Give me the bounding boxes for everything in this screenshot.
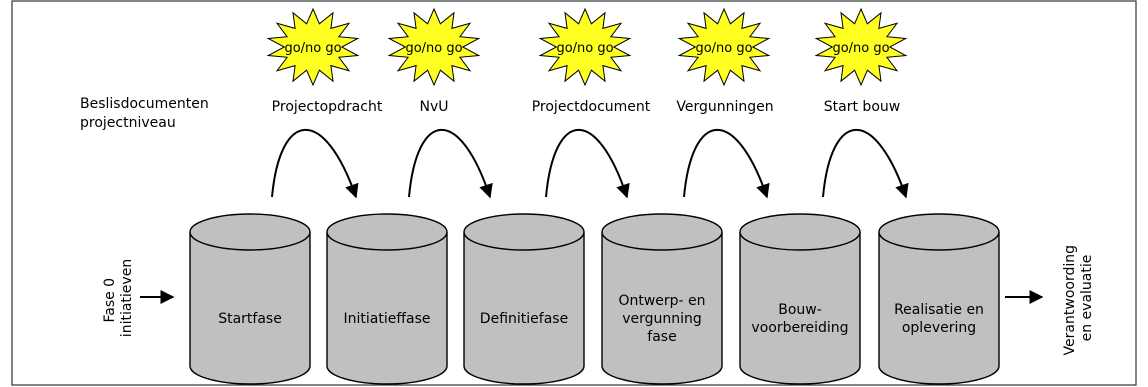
heading-label: Beslisdocumenten projectniveau xyxy=(80,96,213,131)
transition-arrow xyxy=(408,128,493,199)
decision-document-label: Projectdocument xyxy=(532,99,651,115)
decision-document-label: Vergunningen xyxy=(676,99,773,115)
starburst-icon xyxy=(814,7,908,87)
cylinder-body xyxy=(878,232,1000,385)
decision-gate: go/no go Vergunningen xyxy=(676,7,774,199)
cylinder-top xyxy=(463,213,585,251)
decision-document-label: NvU xyxy=(419,99,448,115)
input-label: Fase 0 initiatieven xyxy=(102,259,135,337)
decision-gate: go/no go Projectdocument xyxy=(532,7,651,199)
phase-label-line: Bouw- xyxy=(778,302,822,318)
phase-cylinder: Definitiefase xyxy=(463,213,585,385)
starburst-icon xyxy=(677,7,771,87)
phase-group: Startfase Initiatieffase Definitiefase Ontw… xyxy=(189,213,1000,385)
decision-document-label: Projectopdracht xyxy=(272,99,383,115)
phase-label-line: vergunning xyxy=(622,311,702,327)
input-label-line-1: Fase 0 xyxy=(102,278,118,323)
phase-cylinder: Bouw-voorbereiding xyxy=(739,213,861,385)
transition-arrow xyxy=(545,128,630,199)
output-label-line-1: Verantwoording xyxy=(1062,245,1078,355)
phase-label: Definitiefase xyxy=(480,311,568,327)
starburst-icon xyxy=(387,7,481,87)
phase-cylinder: Realisatie en oplevering xyxy=(878,213,1000,385)
decision-gate: go/no go NvU xyxy=(387,7,493,199)
phase-label: Ontwerp- en vergunning fase xyxy=(618,293,705,345)
decision-document-label: Start bouw xyxy=(824,99,900,115)
phase-cylinder: Initiatieffase xyxy=(326,213,448,385)
phase-label: Startfase xyxy=(218,311,282,327)
transition-arrow xyxy=(822,128,909,199)
input-label-line-2: initiatieven xyxy=(119,259,135,337)
cylinder-top xyxy=(601,213,723,251)
cylinder-body xyxy=(739,232,861,385)
cylinder-top xyxy=(739,213,861,251)
cylinder-body xyxy=(463,232,585,385)
phase-label-line: voorbereiding xyxy=(751,320,848,336)
phase-label-line: Ontwerp- en xyxy=(618,293,705,309)
output-label: Verantwoording en evaluatie xyxy=(1062,241,1095,356)
heading-line-1: Beslisdocumenten xyxy=(80,96,209,112)
decision-gate: go/no go Projectopdracht xyxy=(266,7,383,199)
transition-arrow xyxy=(271,128,359,199)
phase-label-line: Startfase xyxy=(218,311,282,327)
heading-line-2: projectniveau xyxy=(80,115,176,131)
go-no-go-badge: go/no go xyxy=(832,41,889,56)
phase-cylinder: Ontwerp- en vergunning fase xyxy=(601,213,723,385)
go-no-go-badge: go/no go xyxy=(556,41,613,56)
phase-label: Initiatieffase xyxy=(344,311,431,327)
phase-label-line: Realisatie en xyxy=(894,302,984,318)
cylinder-top xyxy=(189,213,311,251)
decision-gate: go/no go Start bouw xyxy=(814,7,909,199)
cylinder-body xyxy=(189,232,311,385)
cylinder-body xyxy=(326,232,448,385)
phase-label: Bouw-voorbereiding xyxy=(751,302,848,336)
phase-label-line: fase xyxy=(647,329,676,345)
cylinder-top xyxy=(878,213,1000,251)
phase-label-line: Initiatieffase xyxy=(344,311,431,327)
go-no-go-badge: go/no go xyxy=(284,41,341,56)
transition-arrow xyxy=(683,128,770,199)
starburst-icon xyxy=(266,7,360,87)
cylinder-body xyxy=(601,232,723,385)
starburst-icon xyxy=(538,7,632,87)
go-no-go-badge: go/no go xyxy=(695,41,752,56)
go-no-go-badge: go/no go xyxy=(405,41,462,56)
phase-label-line: Definitiefase xyxy=(480,311,568,327)
phase-label: Realisatie en oplevering xyxy=(894,302,984,336)
cylinder-top xyxy=(326,213,448,251)
output-label-line-2: en evaluatie xyxy=(1079,255,1095,342)
phase-cylinder: Startfase xyxy=(189,213,311,385)
phase-label-line: oplevering xyxy=(902,320,976,336)
frame-border xyxy=(11,0,1137,386)
